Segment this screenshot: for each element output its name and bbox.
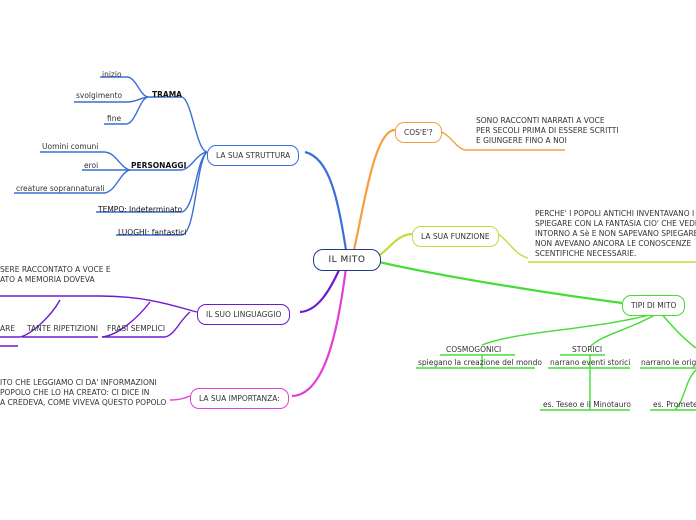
funzione-line-1: PERCHE' I POPOLI ANTICHI INVENTAVANO I M… xyxy=(535,209,696,218)
funzione-line-2: SPIEGARE CON LA FANTASIA CIO' CHE VEDEVA xyxy=(535,219,696,228)
importanza-text: ITO CHE LEGGIAMO CI DA' INFORMAZIONI POP… xyxy=(0,378,166,408)
item-ripetizioni: TANTE RIPETIZIONI xyxy=(27,324,98,333)
linguaggio-line-2: ATO A MEMORIA DOVEVA xyxy=(0,275,95,284)
node-struttura[interactable]: LA SUA STRUTTURA xyxy=(207,145,300,166)
desc-cosmogonici: spiegano la creazione del mondo xyxy=(418,358,542,367)
cose-line-3: E GIUNGERE FINO A NOI xyxy=(476,136,567,145)
item-uomini-comuni: Uomini comuni xyxy=(42,142,99,151)
desc-storici: narrano eventi storici xyxy=(550,358,631,367)
label-luoghi: LUOGHI: fantastici xyxy=(118,228,187,237)
example-storici: es. Teseo e il Minotauro xyxy=(543,400,631,409)
desc-third-type: narrano le origini xyxy=(641,358,696,367)
linguaggio-text: SERE RACCONTATO A VOCE E ATO A MEMORIA D… xyxy=(0,265,111,285)
funzione-line-4: NON AVEVANO ANCORA LE CONOSCENZE xyxy=(535,239,692,248)
label-storici: STORICI xyxy=(572,345,603,354)
linguaggio-line-1: SERE RACCONTATO A VOCE E xyxy=(0,265,111,274)
funzione-line-3: INTORNO A Sè E NON SAPEVANO SPIEGARE PE xyxy=(535,229,696,238)
node-linguaggio[interactable]: IL SUO LINGUAGGIO xyxy=(197,304,291,325)
central-topic[interactable]: IL MITO xyxy=(313,249,381,271)
label-cosmogonici: COSMOGONICI xyxy=(446,345,502,354)
item-are: ARE xyxy=(0,324,16,333)
cose-line-1: SONO RACCONTI NARRATI A VOCE xyxy=(476,116,605,125)
cose-text: SONO RACCONTI NARRATI A VOCE PER SECOLI … xyxy=(476,116,619,146)
node-funzione[interactable]: LA SUA FUNZIONE xyxy=(412,226,499,247)
importanza-line-1: ITO CHE LEGGIAMO CI DA' INFORMAZIONI xyxy=(0,378,157,387)
item-frasi-semplici: FRASI SEMPLICI xyxy=(107,324,166,333)
item-svolgimento: svolgimento xyxy=(76,91,123,100)
funzione-line-5: SCENTIFICHE NECESSARIE. xyxy=(535,249,637,258)
item-creature: creature soprannaturali xyxy=(16,184,105,193)
node-tipi[interactable]: TIPI DI MITO xyxy=(622,295,686,316)
label-trama: TRAMA xyxy=(152,90,182,99)
funzione-text: PERCHE' I POPOLI ANTICHI INVENTAVANO I M… xyxy=(535,209,696,259)
item-eroi: eroi xyxy=(84,161,99,170)
cose-line-2: PER SECOLI PRIMA DI ESSERE SCRITTI xyxy=(476,126,619,135)
example-third-type: es. Promete xyxy=(653,400,696,409)
importanza-line-3: A CREDEVA, COME VIVEVA QUESTO POPOLO xyxy=(0,398,167,407)
item-inizio: inizio xyxy=(102,70,122,79)
item-fine: fine xyxy=(107,114,122,123)
node-importanza[interactable]: LA SUA IMPORTANZA: xyxy=(190,388,289,409)
label-tempo: TEMPO: Indeterminato xyxy=(98,205,183,214)
node-cose[interactable]: COS'E'? xyxy=(395,122,442,143)
label-personaggi: PERSONAGGI xyxy=(131,161,187,170)
importanza-line-2: POPOLO CHE LO HA CREATO: CI DICE IN xyxy=(0,388,150,397)
